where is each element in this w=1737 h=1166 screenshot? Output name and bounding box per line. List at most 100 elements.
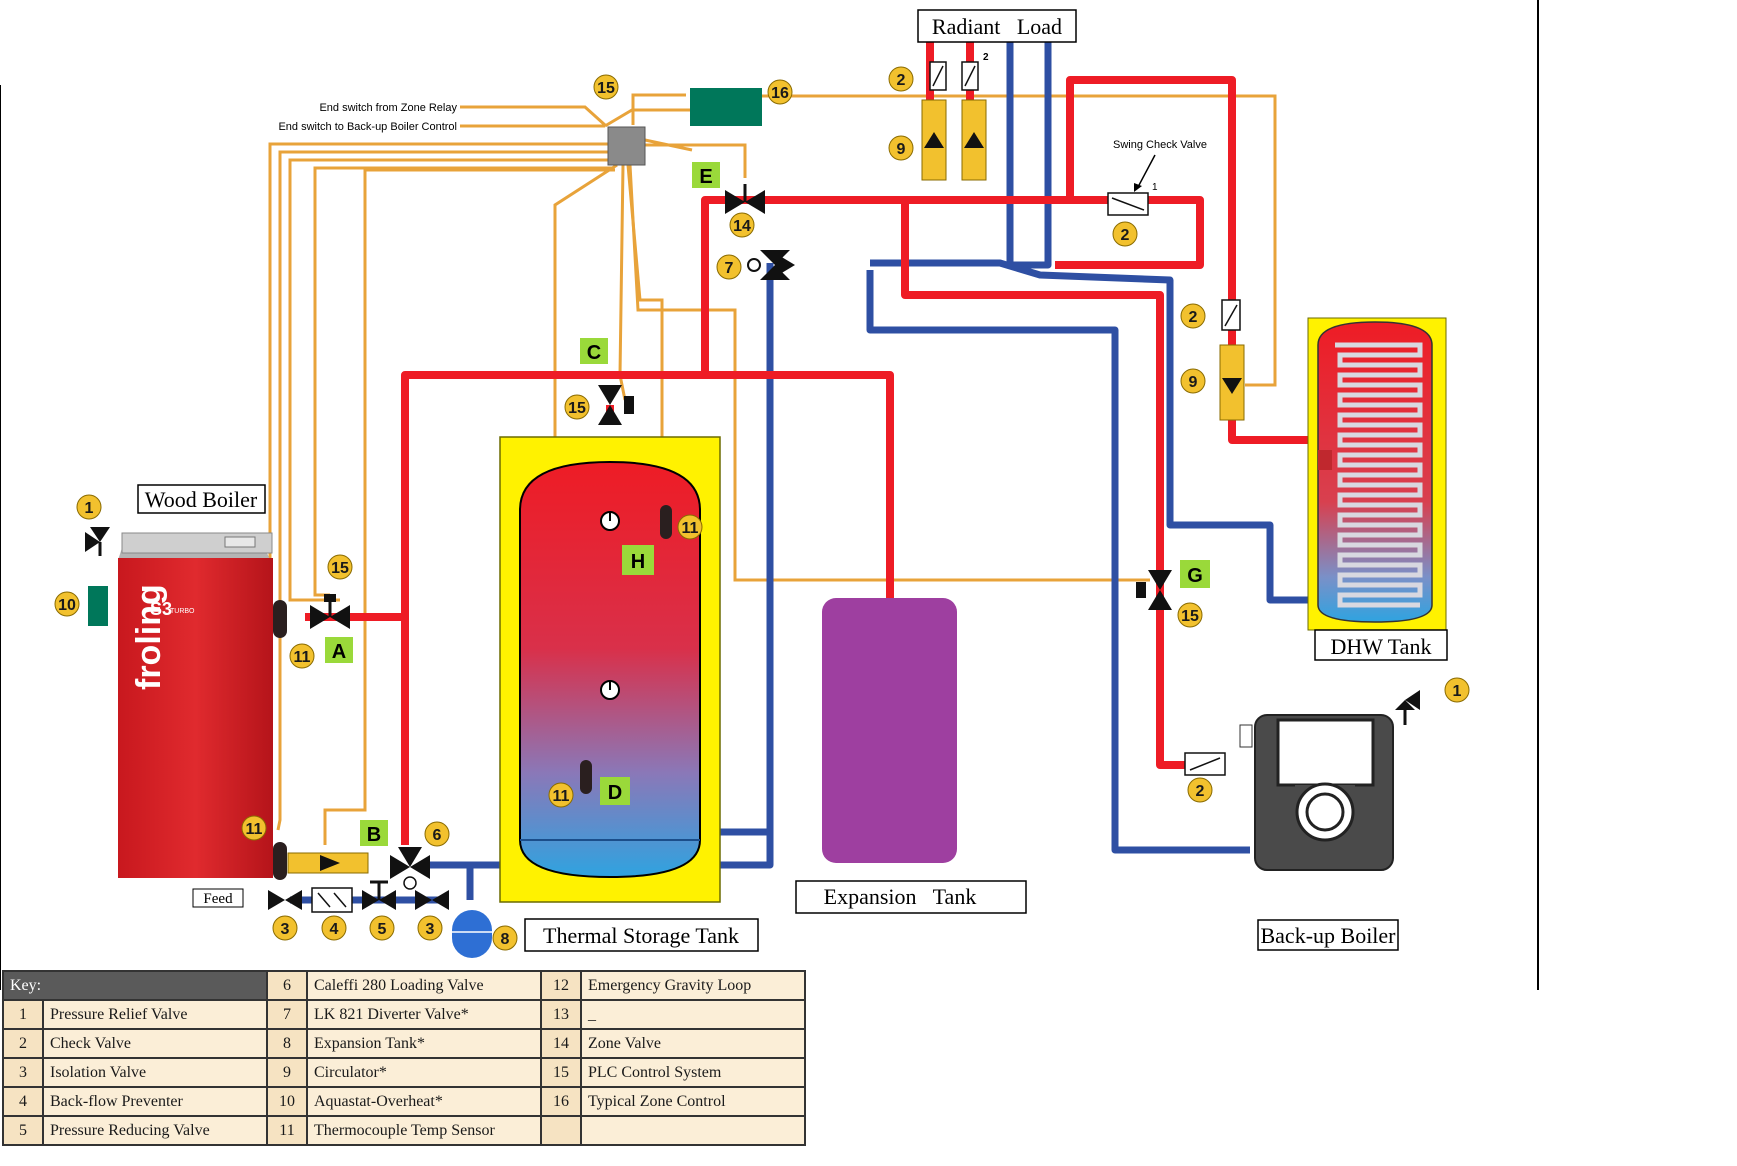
thermal-storage-frame	[524, 918, 759, 952]
feed-label: Feed	[203, 891, 233, 907]
svg-text:3: 3	[426, 921, 435, 938]
marker-2: 2	[1112, 221, 1138, 247]
feed-frame	[192, 888, 244, 908]
aquastat-icon	[88, 586, 108, 626]
svg-text:9: 9	[897, 141, 906, 158]
marker-10: 10	[54, 591, 80, 617]
key-num: 2	[2, 1028, 44, 1059]
key-desc: Expansion Tank*	[306, 1028, 542, 1059]
thermocouple-icon	[660, 505, 672, 539]
key-row: 3 Isolation Valve 9 Circulator* 15 PLC C…	[2, 1057, 806, 1088]
key-row: 5 Pressure Reducing Valve 11 Thermocoupl…	[2, 1115, 806, 1146]
svg-text:G: G	[1187, 565, 1203, 587]
svg-text:2: 2	[1189, 309, 1198, 326]
marker-15: 15	[593, 74, 619, 100]
marker-15: 15	[327, 554, 353, 580]
key-num: 9	[266, 1057, 308, 1088]
marker-1: 1	[76, 494, 102, 520]
swing-check-pointer	[1137, 154, 1156, 188]
svg-text:7: 7	[725, 260, 734, 277]
tag-C: C	[580, 338, 608, 364]
thermocouple-icon	[580, 760, 592, 794]
svg-text:H: H	[631, 551, 645, 573]
key-desc	[580, 1115, 806, 1146]
key-desc: LK 821 Diverter Valve*	[306, 999, 542, 1030]
svg-text:2: 2	[897, 72, 906, 89]
marker-11: 11	[289, 643, 315, 669]
key-row: 4 Back-flow Preventer 10 Aquastat-Overhe…	[2, 1086, 806, 1117]
marker-2: 2	[888, 66, 914, 92]
radiant-load-label: Radiant Load	[932, 14, 1062, 39]
marker-11: 11	[677, 514, 703, 540]
tag-H: H	[622, 545, 654, 575]
cold-return-piping	[290, 40, 1315, 904]
svg-text:11: 11	[553, 788, 570, 805]
thermocouple-icon	[273, 842, 287, 880]
key-desc: Emergency Gravity Loop	[580, 970, 806, 1001]
key-row: 1 Pressure Relief Valve 7 LK 821 Diverte…	[2, 999, 806, 1030]
thermocouple-icon	[273, 600, 287, 638]
marker-3: 3	[417, 915, 443, 941]
svg-text:11: 11	[294, 649, 311, 666]
svg-text:A: A	[332, 641, 346, 663]
dhw-tank-frame	[1314, 629, 1448, 661]
tag-A: A	[325, 637, 353, 663]
marker-3: 3	[272, 915, 298, 941]
svg-text:2: 2	[1196, 783, 1205, 800]
key-desc: Typical Zone Control	[580, 1086, 806, 1117]
valves	[85, 61, 1420, 958]
wood-boiler-frame	[137, 484, 266, 514]
marker-4: 4	[321, 915, 347, 941]
swing-check-label: Swing Check Valve	[1113, 139, 1207, 151]
key-num: 13	[540, 999, 582, 1030]
svg-text:15: 15	[597, 80, 615, 97]
key-desc: Aquastat-Overheat*	[306, 1086, 542, 1117]
svg-text:15: 15	[331, 560, 349, 577]
boiler-model-label: S3	[150, 599, 172, 619]
thermal-storage-label: Thermal Storage Tank	[543, 923, 739, 948]
marker-2: 2	[1187, 777, 1213, 803]
key-desc: Circulator*	[306, 1057, 542, 1088]
key-desc: Check Valve	[42, 1028, 268, 1059]
svg-text:3: 3	[281, 921, 290, 938]
boiler-sub-label: TURBO	[170, 608, 195, 615]
tag-E: E	[692, 162, 720, 188]
radiant-load-frame	[917, 9, 1077, 43]
key-num: 10	[266, 1086, 308, 1117]
key-header-row: Key: 6 Caleffi 280 Loading Valve 12 Emer…	[2, 970, 806, 1001]
marker-1: 1	[1444, 677, 1470, 703]
marker-11: 11	[241, 815, 267, 841]
svg-text:16: 16	[771, 85, 789, 102]
svg-text:4: 4	[330, 921, 339, 938]
tag-G: G	[1180, 560, 1210, 588]
key-title: Key:	[2, 970, 268, 1001]
marker-16: 16	[767, 79, 793, 105]
svg-text:9: 9	[1189, 374, 1198, 391]
svg-text:15: 15	[568, 400, 586, 417]
svg-text:C: C	[587, 342, 601, 364]
marker-2: 2	[1180, 303, 1206, 329]
wood-boiler-label: Wood Boiler	[145, 487, 258, 512]
swing-check-arrowhead	[1134, 183, 1142, 192]
letter-tags: A B C D E G H	[325, 162, 1210, 846]
thermal-storage-tank	[499, 436, 721, 903]
marker-9: 9	[1180, 368, 1206, 394]
key-num: 15	[540, 1057, 582, 1088]
end-switch-backup-label: End switch to Back-up Boiler Control	[278, 121, 457, 133]
key-desc: Back-flow Preventer	[42, 1086, 268, 1117]
key-table: Key: 6 Caleffi 280 Loading Valve 12 Emer…	[2, 970, 806, 1146]
key-num	[540, 1115, 582, 1146]
small-index-1: 1	[1152, 182, 1158, 193]
svg-text:14: 14	[733, 218, 751, 235]
key-num: 3	[2, 1057, 44, 1088]
component-markers: 1 1 2 2 2 2 3 3 4 5 6 7 8 9 9 10 11 11 1…	[54, 66, 1470, 951]
marker-9: 9	[888, 135, 914, 161]
plc-control-box	[607, 126, 646, 166]
key-num: 4	[2, 1086, 44, 1117]
wood-boiler: S3 TURBO froling	[118, 532, 287, 880]
marker-11: 11	[548, 782, 574, 808]
zone-control-box	[690, 88, 762, 126]
key-num: 7	[266, 999, 308, 1030]
svg-text:5: 5	[378, 921, 387, 938]
